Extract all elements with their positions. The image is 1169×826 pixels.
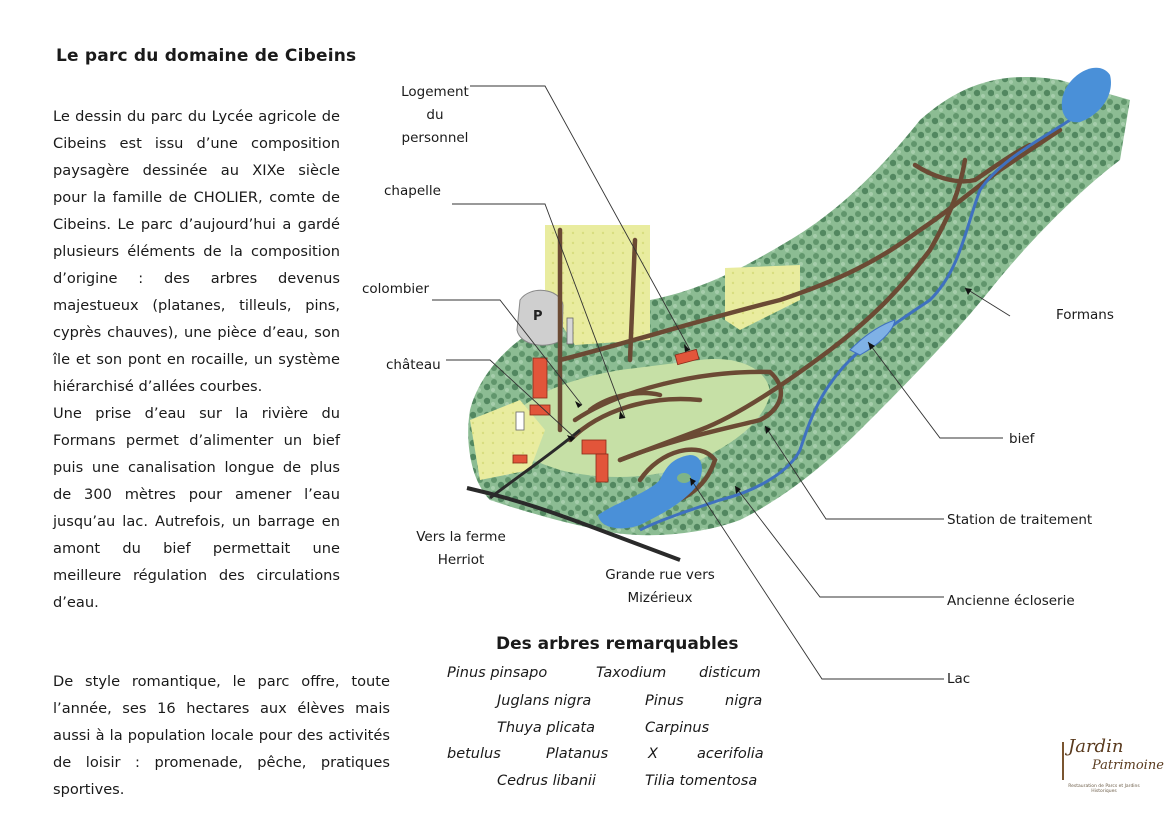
intro-paragraph-3: De style romantique, le parc offre, tout… [53,673,390,798]
trees-title: Des arbres remarquables [496,634,739,654]
label-chapelle: chapelle [384,183,441,199]
building [529,404,551,416]
tree-name: betulus [447,746,501,762]
page-title: Le parc du domaine de Cibeins [56,46,357,66]
intro-paragraph-1: Le dessin du parc du Lycée agricole de C… [53,108,340,395]
label-lac: Lac [947,671,971,687]
tree-name: acerifolia [697,746,764,762]
intro-paragraph-2: Une prise d’eau sur la rivière du Forman… [53,405,340,611]
alleys [557,127,1063,508]
label-grande-rue: Grande rue vers Mizérieux [605,567,715,606]
tree-name: disticum [699,665,761,681]
leader-lines [432,85,1011,680]
lac-lake [598,455,702,529]
label-ecloserie: Ancienne écloserie [947,593,1075,609]
label-colombier: colombier [362,281,430,297]
tree-name: Taxodium [596,665,667,681]
label-ferme: Vers la ferme Herriot [416,529,506,568]
leader-arrows [567,288,972,494]
meadow-area [545,225,650,345]
label-station: Station de traitement [947,512,1093,528]
pond [1061,67,1111,123]
chateau-building [532,357,548,399]
logo-line-3: Restauration de Parcs et Jardins Histori… [1068,784,1140,794]
jardin-patrimoine-logo: Jardin Patrimoine Restauration de Parcs … [1058,736,1164,796]
logo-frame [1062,742,1074,780]
parking-label: P [533,309,543,324]
building [515,411,525,431]
label-bief: bief [1009,431,1035,447]
tree-name: Platanus [546,746,609,762]
tree-name: Pinus [645,693,684,709]
river-formans [639,118,1071,532]
bief [849,319,896,356]
logo-line-2: Patrimoine [1092,758,1164,773]
lawn-area [500,359,770,477]
logo-line-1: Jardin [1068,736,1124,757]
building [581,439,607,455]
buildings [512,348,700,483]
tree-name: Thuya plicata [497,720,596,736]
label-logement: Logement du personnel [401,84,469,146]
tree-name: X [648,746,658,762]
tree-name: Tilia tomentosa [645,773,758,789]
meadow-area [725,265,800,330]
label-chateau: château [386,357,441,373]
building [595,453,609,483]
tree-name: Carpinus [645,720,710,736]
intro-text: Le dessin du parc du Lycée agricole de C… [53,103,340,616]
building [512,454,528,464]
tree-name: Cedrus libanii [497,773,596,789]
main-road [466,486,681,562]
tree-name: Pinus pinsapo [447,665,548,681]
island [677,473,691,483]
label-formans: Formans [1056,307,1114,323]
parking-area [516,289,564,346]
tree-name: nigra [725,693,763,709]
tree-name: Juglans nigra [497,693,592,709]
logement-building [674,348,700,366]
colombier-building [566,317,574,345]
